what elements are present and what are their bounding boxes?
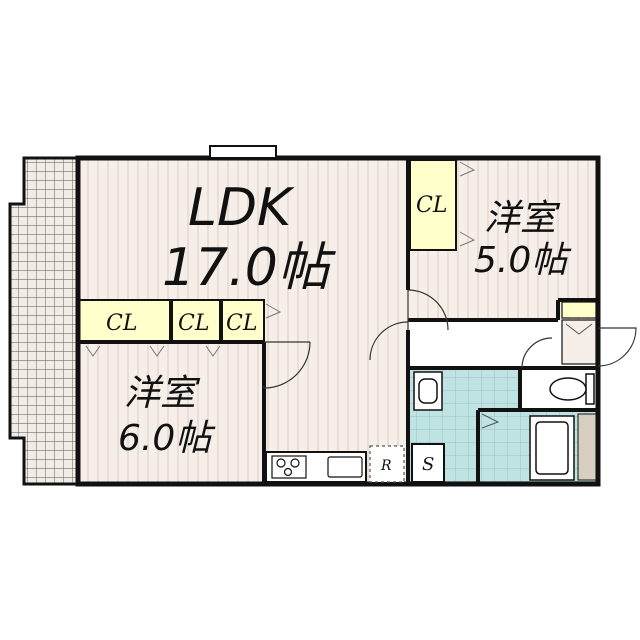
shoe-cabinet-icon bbox=[561, 301, 597, 365]
balcony bbox=[8, 156, 80, 486]
closet-ldk-1 bbox=[77, 299, 171, 343]
bedroom-west-floor bbox=[78, 342, 264, 484]
storage-label: S bbox=[422, 454, 434, 475]
bathtub-icon bbox=[529, 415, 575, 481]
closet-label-4: CL bbox=[416, 193, 447, 218]
closet-label-1: CL bbox=[106, 311, 137, 336]
bedroom-west-size: 6.0帖 bbox=[118, 418, 216, 459]
fridge-space bbox=[369, 445, 405, 483]
hallway bbox=[408, 320, 558, 368]
stove-icon bbox=[271, 455, 307, 479]
closet-markers bbox=[85, 161, 476, 357]
fridge-label: R bbox=[380, 458, 392, 474]
ldk-size: 17.0帖 bbox=[162, 238, 337, 298]
bedroom-east-size: 5.0帖 bbox=[474, 240, 572, 281]
bath-door-marker bbox=[481, 413, 500, 429]
toilet-icon bbox=[549, 373, 595, 405]
closet-label-2: CL bbox=[178, 311, 209, 336]
top-window bbox=[209, 145, 277, 159]
kitchen-counter bbox=[265, 451, 367, 483]
outer-walls bbox=[75, 155, 601, 487]
door-swings bbox=[263, 289, 637, 389]
ldk-name: LDK bbox=[188, 178, 295, 238]
washbasin-icon bbox=[413, 371, 443, 411]
bedroom-east-name: 洋室 bbox=[484, 198, 561, 239]
closet-ldk-3 bbox=[221, 299, 265, 343]
storage bbox=[411, 443, 445, 483]
closet-label-3: CL bbox=[226, 311, 257, 336]
interior-walls bbox=[78, 158, 598, 484]
bath-panel bbox=[577, 413, 597, 481]
sink-icon bbox=[327, 456, 363, 478]
bedroom-west-name: 洋室 bbox=[124, 373, 201, 414]
